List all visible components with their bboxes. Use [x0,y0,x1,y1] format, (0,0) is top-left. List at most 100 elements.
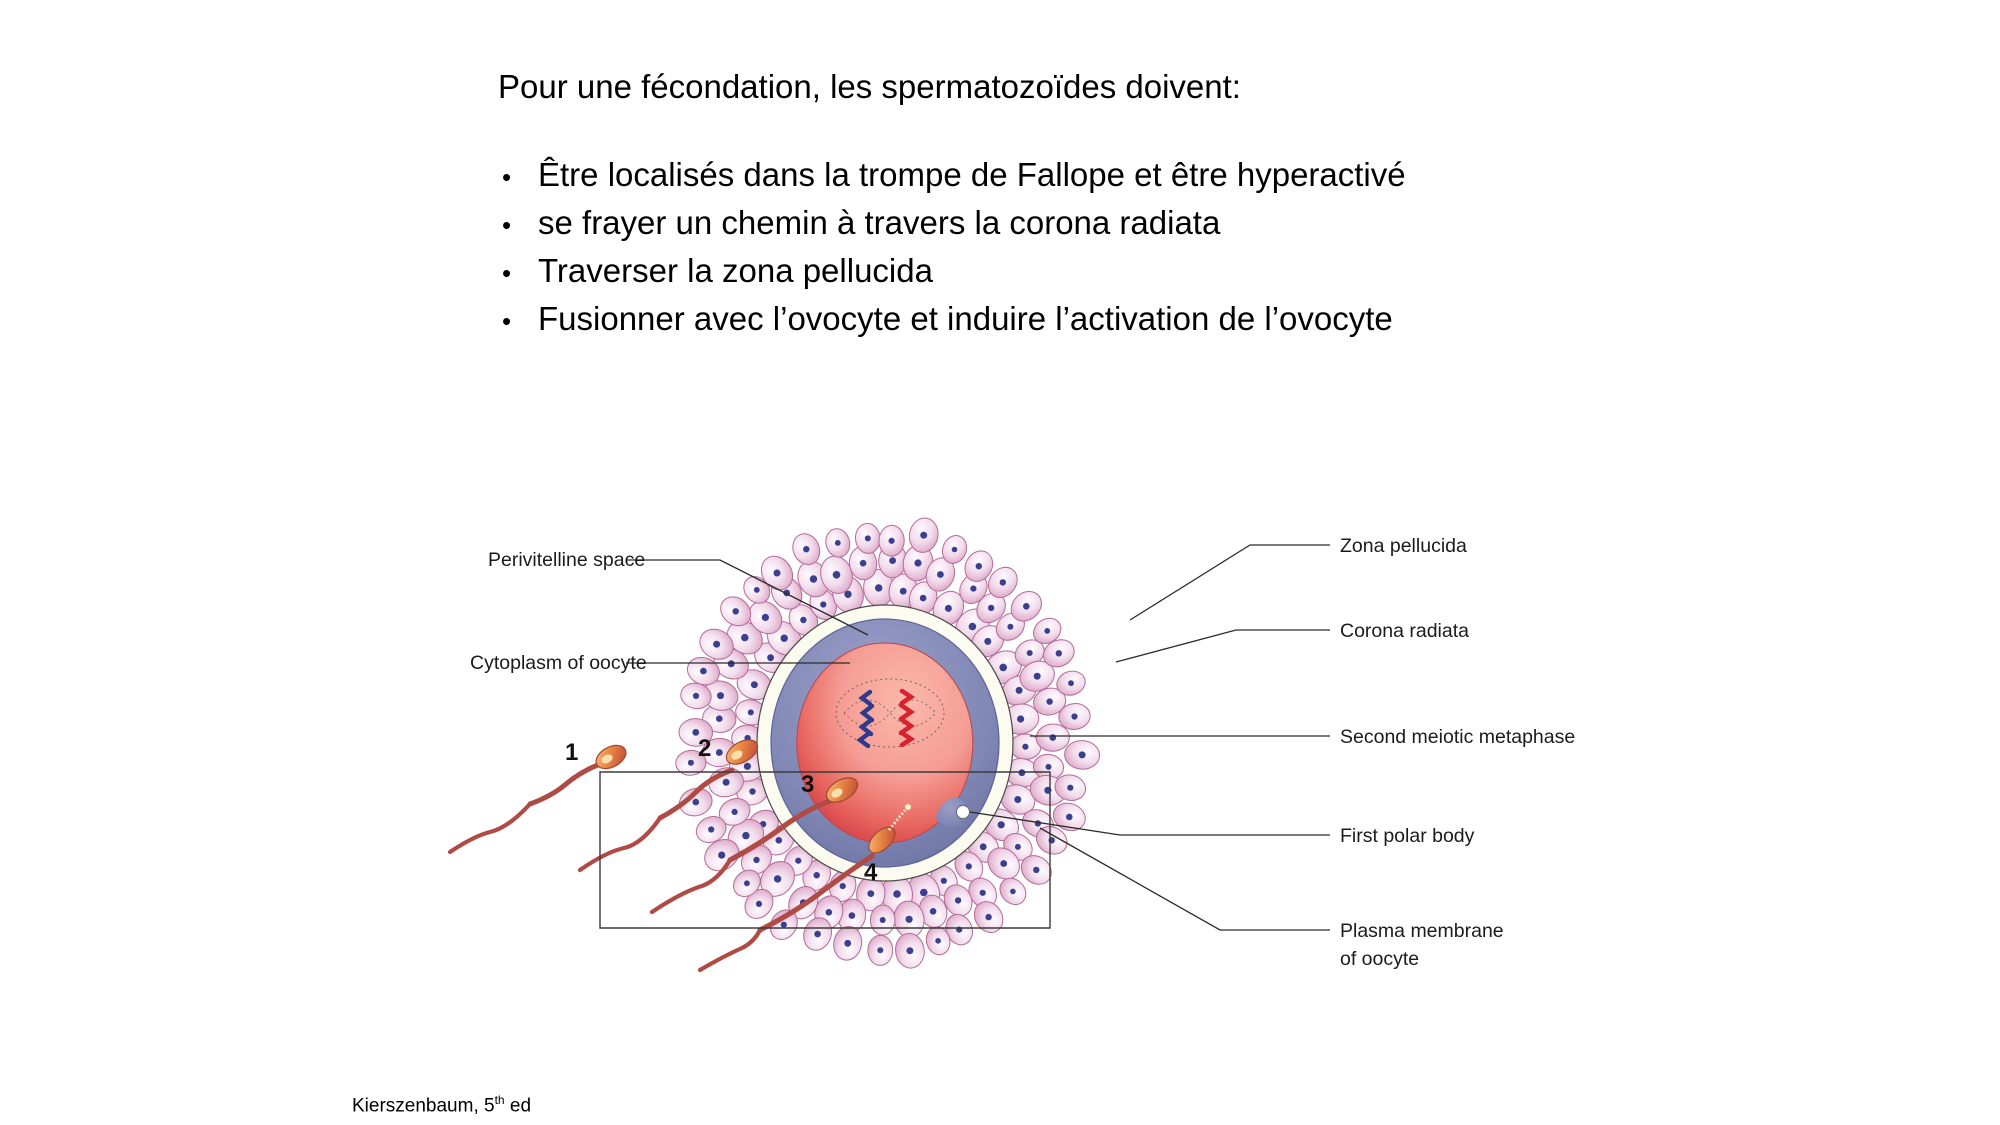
corona-cell-nucleus [965,863,972,870]
corona-cell-nucleus [888,537,895,544]
fertilization-diagram: 1 2 3 4 Perivitelline space Cytoplasm of… [430,460,1690,1020]
corona-cell-nucleus [867,890,875,897]
leader-lines [626,544,1330,931]
corona-cell-nucleus [944,604,952,612]
label-second-meiotic-metaphase: Second meiotic metaphase [1340,726,1575,748]
corona-cell-nucleus [687,759,694,766]
sperm-number-4: 4 [864,859,878,886]
label-plasma-membrane: Plasma membrane [1340,920,1504,942]
corona-cell-nucleus [984,637,992,645]
corona-cell-nucleus [717,692,724,700]
corona-cell-nucleus [875,584,883,592]
diagram-svg: 1 2 3 4 Perivitelline space Cytoplasm of… [447,517,1575,973]
corona-cell-nucleus [954,897,962,904]
corona-cell-nucleus [722,778,730,786]
bullet-text: se frayer un chemin à travers la corona … [538,204,1221,241]
label-corona-radiata: Corona radiata [1340,620,1469,642]
corona-cell-nucleus [864,535,871,542]
corona-cell-nucleus [825,909,833,916]
corona-cell-nucleus [968,622,977,631]
corona-cell-nucleus [1067,784,1074,791]
slide-text-block: Pour une fécondation, les spermatozoïdes… [498,66,1598,344]
corona-cell-nucleus [747,709,754,716]
credit-ordinal-suffix: th [494,1093,505,1107]
corona-cell-nucleus [1068,680,1074,687]
bullet-list: • Être localisés dans la trompe de Fallo… [498,152,1598,344]
corona-cell-nucleus [1071,713,1078,720]
sperm-3 [649,777,859,915]
corona-cell-nucleus [1000,860,1008,867]
corona-cell-nucleus [773,569,781,577]
corona-cell-nucleus [1066,813,1073,821]
corona-cell-nucleus [692,692,700,699]
bullet-marker-icon: • [502,210,512,240]
corona-cell-nucleus [780,921,787,928]
corona-cell-nucleus [940,877,947,884]
bullet-marker-icon: • [502,162,512,192]
corona-cell-nucleus [749,788,756,795]
source-credit: Kierszenbaum, 5th ed [352,1088,531,1118]
corona-cell-nucleus [999,579,1006,586]
label-perivitelline-space: Perivitelline space [488,549,645,571]
corona-cell-nucleus [1026,650,1033,656]
corona-cell-nucleus [1033,866,1040,874]
corona-cell-nucleus [844,590,852,598]
corona-cell-nucleus [979,843,987,851]
corona-cell-nucleus [716,715,723,722]
corona-cell-nucleus [914,559,922,567]
corona-cell-nucleus [1044,628,1051,634]
corona-cell-nucleus [893,890,901,898]
corona-cell-nucleus [773,875,782,883]
inset-rectangle [599,771,1051,929]
credit-main: Kierszenbaum, 5 [352,1095,495,1117]
corona-cell-nucleus [692,729,700,736]
corona-cell-nucleus [906,947,914,955]
corona-cell-nucleus [929,908,937,915]
corona-cell-nucleus [820,601,827,608]
corona-cell-nucleus [844,939,852,947]
corona-cell-nucleus [1014,843,1021,850]
corona-cell-nucleus [937,571,944,578]
corona-cell-nucleus [975,563,982,570]
corona-cell-nucleus [743,762,751,770]
list-item: • Traverser la zona pellucida [498,248,1598,296]
corona-cell-nucleus [750,681,758,689]
spermatozoa-group [447,739,912,973]
list-item: • Être localisés dans la trompe de Fallo… [498,152,1598,200]
corona-cell-nucleus [1017,715,1025,723]
corona-cell-nucleus [832,571,841,579]
corona-cell-nucleus [713,640,721,648]
corona-cell-nucleus [1046,698,1053,705]
corona-cell-nucleus [708,826,715,833]
corona-cell-nucleus [1033,672,1041,680]
corona-cell-nucleus [848,912,856,919]
credit-tail: ed [504,1095,532,1117]
corona-cell-nucleus [979,889,986,896]
label-zona-pellucida: Zona pellucida [1340,535,1467,557]
bullet-text: Être localisés dans la trompe de Fallope… [538,156,1406,193]
corona-cell-nucleus [997,821,1005,829]
corona-cell-nucleus [1022,743,1029,750]
corona-cell-nucleus [727,660,735,668]
corona-cell-nucleus [987,604,995,612]
corona-cell-nucleus [889,557,896,564]
corona-cell-nucleus [741,633,749,642]
bullet-marker-icon: • [502,258,512,288]
corona-cell-nucleus [731,808,738,815]
corona-cell-nucleus [795,857,802,864]
corona-cell-nucleus [839,883,846,890]
list-item: • Fusionner avec l’ovocyte et induire l’… [498,296,1598,344]
corona-cell-nucleus [1010,888,1016,895]
corona-cell-nucleus [800,616,807,624]
corona-cell-nucleus [732,608,739,615]
corona-cell-nucleus [744,880,750,887]
label-first-polar-body: First polar body [1340,825,1475,847]
corona-cell-nucleus [970,585,977,592]
corona-cell-nucleus [920,531,928,539]
bullet-text: Fusionner avec l’ovocyte et induire l’ac… [538,300,1393,337]
sperm-number-3: 3 [801,771,814,798]
corona-cell-nucleus [905,915,913,923]
corona-cell-nucleus [809,575,818,583]
label-cytoplasm-of-oocyte: Cytoplasm of oocyte [470,652,647,674]
list-item: • se frayer un chemin à travers la coron… [498,200,1598,248]
